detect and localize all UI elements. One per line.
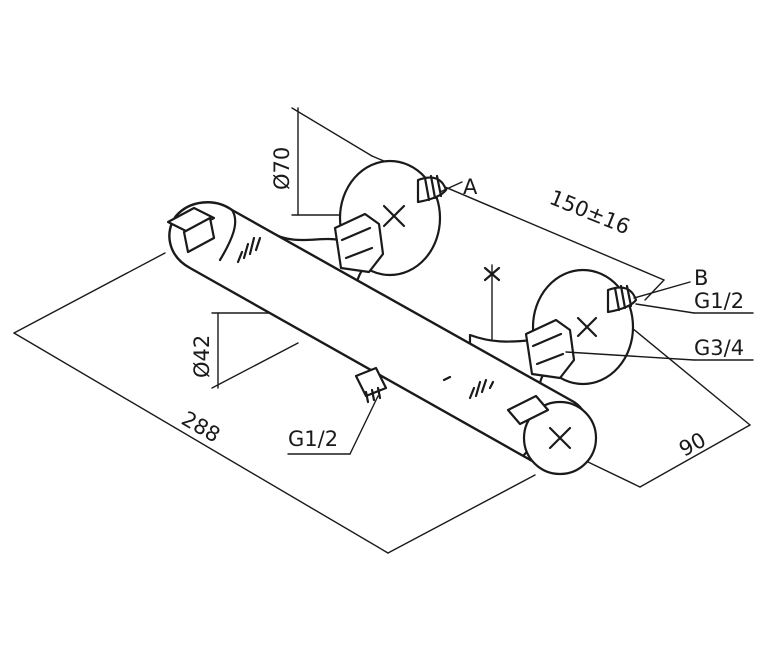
temperature-scale-right [442,375,495,400]
callout-g34: G3/4 [565,336,754,361]
dim-70-label: Ø70 [270,147,294,190]
temperature-scale-left [236,236,262,264]
right-handle [506,394,598,476]
callout-b: B G1/2 [633,266,754,314]
inlet-thread-label: G1/2 [694,289,744,313]
callout-a: A [439,175,478,199]
dimension-diameter-70: Ø70 [270,107,373,216]
label-b: B [694,266,708,290]
dim-90-label: 90 [675,428,710,462]
dimension-diameter-42: Ø42 [190,312,299,389]
dim-288-label: 288 [178,407,225,448]
dim-150-label: 150±16 [546,185,633,239]
left-handle [166,206,216,254]
dim-42-label: Ø42 [190,335,214,378]
center-axis-mark [483,264,501,341]
right-nut [524,318,576,380]
nut-thread-label: G3/4 [694,336,744,360]
bottom-outlet: G1/2 [287,366,388,455]
left-nut [333,212,385,274]
outlet-thread-label: G1/2 [288,427,338,451]
label-a: A [463,175,478,199]
